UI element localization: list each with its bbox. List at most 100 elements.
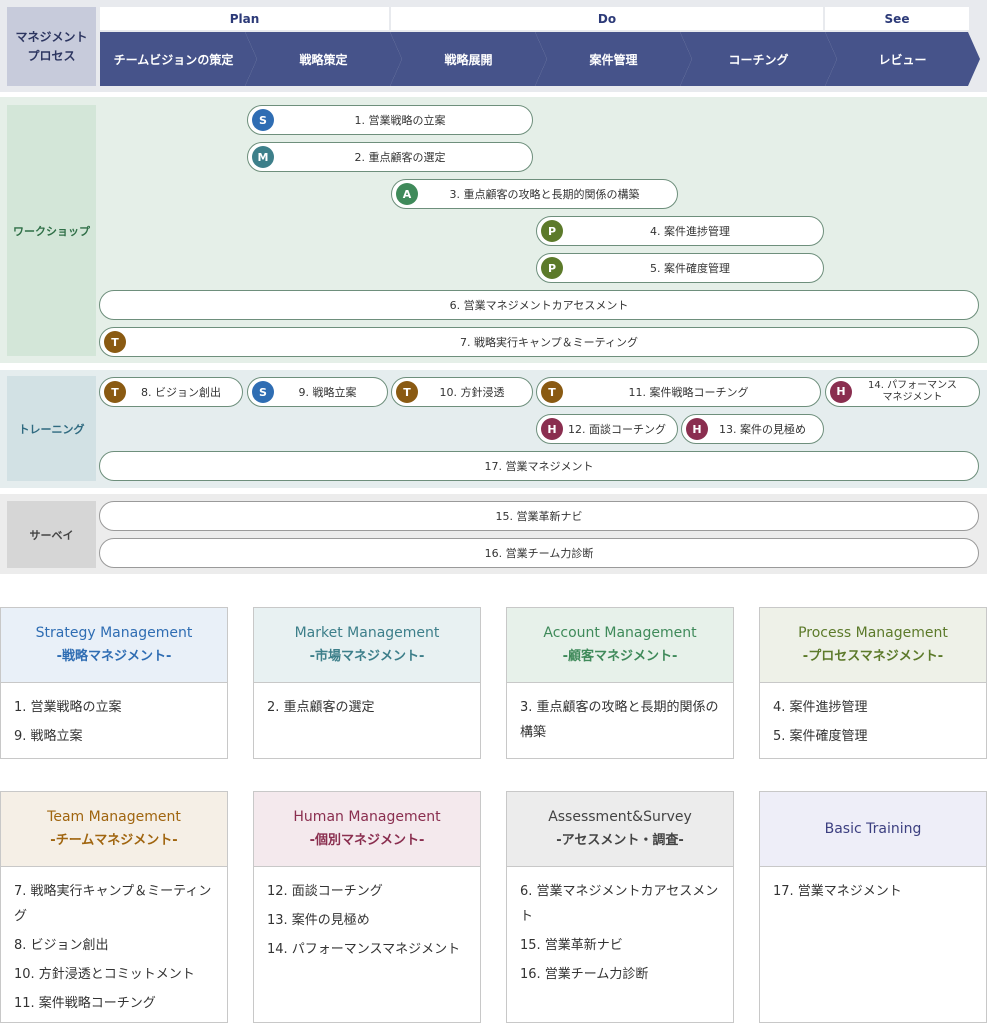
pill-text: 4. 案件進捗管理: [650, 224, 730, 238]
card-title: Account Management: [543, 625, 697, 641]
pill-text: 3. 重点顧客の攻略と長期的関係の構築: [449, 187, 640, 201]
pill-text: 1. 営業戦略の立案: [354, 113, 446, 127]
card-list: 2. 重点顧客の選定: [254, 683, 480, 732]
card-basic-training: Basic Training 17. 営業マネジメント: [759, 791, 987, 1023]
badge-p-icon: P: [541, 257, 563, 279]
pill-item-7[interactable]: T 7. 戦略実行キャンプ＆ミーティング: [99, 327, 979, 357]
list-item: 13. 案件の見極め: [267, 913, 370, 928]
card-subtitle: -個別マネジメント-: [309, 833, 425, 848]
card-subtitle: -市場マネジメント-: [309, 649, 425, 664]
pill-text: 9. 戦略立案: [298, 385, 357, 399]
card-strategy-management: Strategy Management -戦略マネジメント- 1. 営業戦略の立…: [0, 607, 228, 759]
phase-plan: Plan: [100, 7, 389, 30]
card-header: Basic Training: [760, 792, 986, 867]
step-deal-management: 案件管理: [535, 32, 692, 86]
pill-item-1[interactable]: S 1. 営業戦略の立案: [247, 105, 533, 135]
card-header: Assessment&Survey -アセスメント・調査-: [507, 792, 733, 867]
step-deployment: 戦略展開: [390, 32, 547, 86]
pill-text: 12. 面談コーチング: [568, 422, 666, 436]
training-label: トレーニング: [7, 376, 96, 481]
badge-h-icon: H: [830, 381, 852, 403]
card-title: Team Management: [47, 809, 181, 825]
list-item: 16. 営業チーム力診断: [520, 967, 649, 982]
card-assessment-survey: Assessment&Survey -アセスメント・調査- 6. 営業マネジメン…: [506, 791, 734, 1023]
pill-item-8[interactable]: T 8. ビジョン創出: [99, 377, 243, 407]
pill-item-11[interactable]: T 11. 案件戦略コーチング: [536, 377, 821, 407]
card-list: 4. 案件進捗管理 5. 案件確度管理: [760, 683, 986, 761]
badge-t-icon: T: [396, 381, 418, 403]
card-subtitle: -戦略マネジメント-: [56, 649, 172, 664]
card-process-management: Process Management -プロセスマネジメント- 4. 案件進捗管…: [759, 607, 987, 759]
pill-item-13[interactable]: H 13. 案件の見極め: [681, 414, 824, 444]
pill-item-15[interactable]: 15. 営業革新ナビ: [99, 501, 979, 531]
card-market-management: Market Management -市場マネジメント- 2. 重点顧客の選定: [253, 607, 481, 759]
pill-text: 15. 営業革新ナビ: [495, 509, 583, 523]
card-header: Market Management -市場マネジメント-: [254, 608, 480, 683]
pill-item-16[interactable]: 16. 営業チーム力診断: [99, 538, 979, 568]
badge-p-icon: P: [541, 220, 563, 242]
card-header: Account Management -顧客マネジメント-: [507, 608, 733, 683]
list-item: 3. 重点顧客の攻略と長期的関係の構築: [520, 700, 719, 740]
pill-item-12[interactable]: H 12. 面談コーチング: [536, 414, 678, 444]
pill-item-10[interactable]: T 10. 方針浸透: [391, 377, 533, 407]
card-header: Human Management -個別マネジメント-: [254, 792, 480, 867]
pill-item-14[interactable]: H 14. パフォーマンス マネジメント: [825, 377, 980, 407]
card-title: Assessment&Survey: [548, 809, 692, 825]
card-list: 7. 戦略実行キャンプ＆ミーティング 8. ビジョン創出 10. 方針浸透とコミ…: [1, 867, 227, 1028]
training-section: トレーニング T 8. ビジョン創出 S 9. 戦略立案 T 10. 方針浸透 …: [0, 370, 987, 488]
list-item: 4. 案件進捗管理: [773, 700, 868, 715]
phase-see: See: [825, 7, 969, 30]
list-item: 5. 案件確度管理: [773, 729, 868, 744]
list-item: 7. 戦略実行キャンプ＆ミーティング: [14, 884, 212, 924]
process-label: マネジメント プロセス: [7, 7, 96, 86]
badge-s-icon: S: [252, 381, 274, 403]
card-list: 12. 面談コーチング 13. 案件の見極め 14. パフォーマンスマネジメント: [254, 867, 480, 974]
pill-item-6[interactable]: 6. 営業マネジメントカアセスメント: [99, 290, 979, 320]
card-title: Strategy Management: [35, 625, 193, 641]
process-header: マネジメント プロセス Plan Do See チームビジョンの策定 戦略策定 …: [0, 0, 987, 92]
pill-item-4[interactable]: P 4. 案件進捗管理: [536, 216, 824, 246]
card-subtitle: -顧客マネジメント-: [562, 649, 678, 664]
survey-label: サーベイ: [7, 501, 96, 568]
card-subtitle: -アセスメント・調査-: [556, 833, 684, 848]
workshop-label: ワークショップ: [7, 105, 96, 356]
step-strategy: 戦略策定: [245, 32, 402, 86]
pill-item-3[interactable]: A 3. 重点顧客の攻略と長期的関係の構築: [391, 179, 678, 209]
process-steps: チームビジョンの策定 戦略策定 戦略展開 案件管理 コーチング レビュー: [100, 32, 980, 86]
pill-text: 13. 案件の見極め: [719, 422, 806, 436]
card-title: Market Management: [294, 625, 440, 641]
card-list: 17. 営業マネジメント: [760, 867, 986, 916]
list-item: 17. 営業マネジメント: [773, 884, 902, 899]
pill-text: 5. 案件確度管理: [650, 261, 730, 275]
card-title: Human Management: [293, 809, 441, 825]
card-subtitle: -プロセスマネジメント-: [802, 649, 944, 664]
phase-do: Do: [391, 7, 823, 30]
list-item: 14. パフォーマンスマネジメント: [267, 942, 461, 957]
pill-item-2[interactable]: M 2. 重点顧客の選定: [247, 142, 533, 172]
badge-h-icon: H: [541, 418, 563, 440]
card-header: Team Management -チームマネジメント-: [1, 792, 227, 867]
badge-t-icon: T: [104, 331, 126, 353]
list-item: 10. 方針浸透とコミットメント: [14, 967, 195, 982]
list-item: 8. ビジョン創出: [14, 938, 109, 953]
card-header: Process Management -プロセスマネジメント-: [760, 608, 986, 683]
card-list: 6. 営業マネジメントカアセスメント 15. 営業革新ナビ 16. 営業チーム力…: [507, 867, 733, 999]
list-item: 11. 案件戦略コーチング: [14, 996, 156, 1011]
pill-item-5[interactable]: P 5. 案件確度管理: [536, 253, 824, 283]
list-item: 15. 営業革新ナビ: [520, 938, 623, 953]
step-team-vision: チームビジョンの策定: [100, 32, 257, 86]
card-subtitle: -チームマネジメント-: [50, 833, 178, 848]
badge-s-icon: S: [252, 109, 274, 131]
survey-section: サーベイ 15. 営業革新ナビ 16. 営業チーム力診断: [0, 494, 987, 574]
card-human-management: Human Management -個別マネジメント- 12. 面談コーチング …: [253, 791, 481, 1023]
pill-item-17[interactable]: 17. 営業マネジメント: [99, 451, 979, 481]
workshop-section: ワークショップ S 1. 営業戦略の立案 M 2. 重点顧客の選定 A 3. 重…: [0, 97, 987, 363]
badge-m-icon: M: [252, 146, 274, 168]
badge-t-icon: T: [104, 381, 126, 403]
card-list: 1. 営業戦略の立案 9. 戦略立案: [1, 683, 227, 761]
pill-text: 6. 営業マネジメントカアセスメント: [449, 298, 629, 312]
pill-text: 7. 戦略実行キャンプ＆ミーティング: [459, 335, 638, 349]
pill-item-9[interactable]: S 9. 戦略立案: [247, 377, 388, 407]
card-team-management: Team Management -チームマネジメント- 7. 戦略実行キャンプ＆…: [0, 791, 228, 1023]
pill-text: 10. 方針浸透: [439, 385, 505, 399]
